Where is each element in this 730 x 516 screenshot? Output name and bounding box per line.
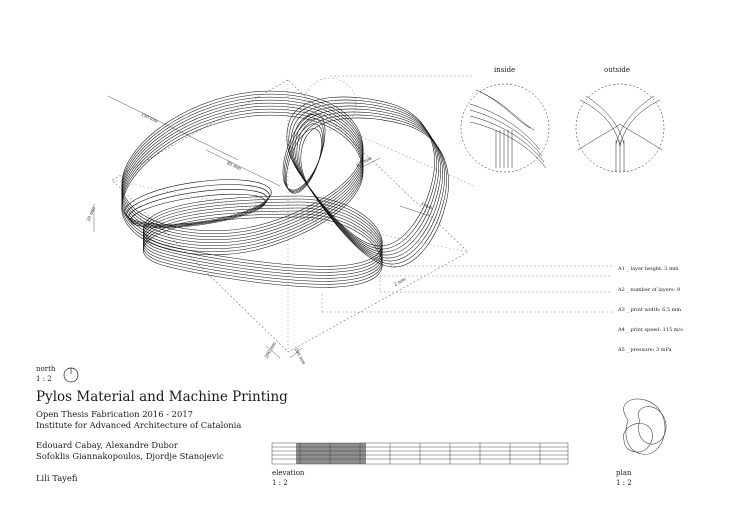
elevation-scale: 1 : 2 [272, 479, 288, 487]
authors-line-1: Edouard Cabay, Alexandre Dubor [36, 440, 178, 450]
plan-label: plan [616, 469, 632, 477]
plan-scale: 1 : 2 [616, 479, 632, 487]
detail-inside-label: inside [494, 66, 516, 74]
parameter-a2: A2 _ number of layers: 9 [618, 287, 681, 293]
elevation-drawing [271, 442, 569, 465]
north-arrow-icon [63, 367, 79, 383]
detail-inside [460, 83, 550, 173]
large-loop [121, 90, 364, 255]
course-name: Open Thesis Fabrication 2016 - 2017 [36, 409, 193, 419]
leader-lines [291, 75, 612, 313]
parameter-a5: A5 _ pressure: 3 mPa [618, 347, 672, 353]
parameter-a1: A1 _ layer height: 3 mm [618, 266, 679, 272]
authors-line-2: Sofoklis Giannakopoulos, Djordje Stanoje… [36, 451, 224, 461]
plan-drawing [623, 398, 667, 455]
elevation-label: elevation [272, 469, 305, 477]
parameter-a3: A3 _ print width: 6.5 mm [618, 307, 682, 313]
detail-outside [575, 83, 665, 173]
bottom-loop [142, 195, 383, 288]
inner-ellipse [124, 179, 272, 229]
parameter-a4: A4 _ print speed: 115 m/s [618, 327, 683, 333]
institute-name: Institute for Advanced Architecture of C… [36, 420, 242, 430]
north-label: north [36, 365, 56, 373]
right-loop [286, 96, 449, 268]
detail-outside-label: outside [604, 66, 630, 74]
project-title: Pylos Material and Machine Printing [36, 389, 288, 405]
authors-line-3: Lili Tayefi [36, 473, 78, 483]
north-scale: 1 : 2 [36, 375, 52, 383]
small-loop [282, 113, 326, 194]
